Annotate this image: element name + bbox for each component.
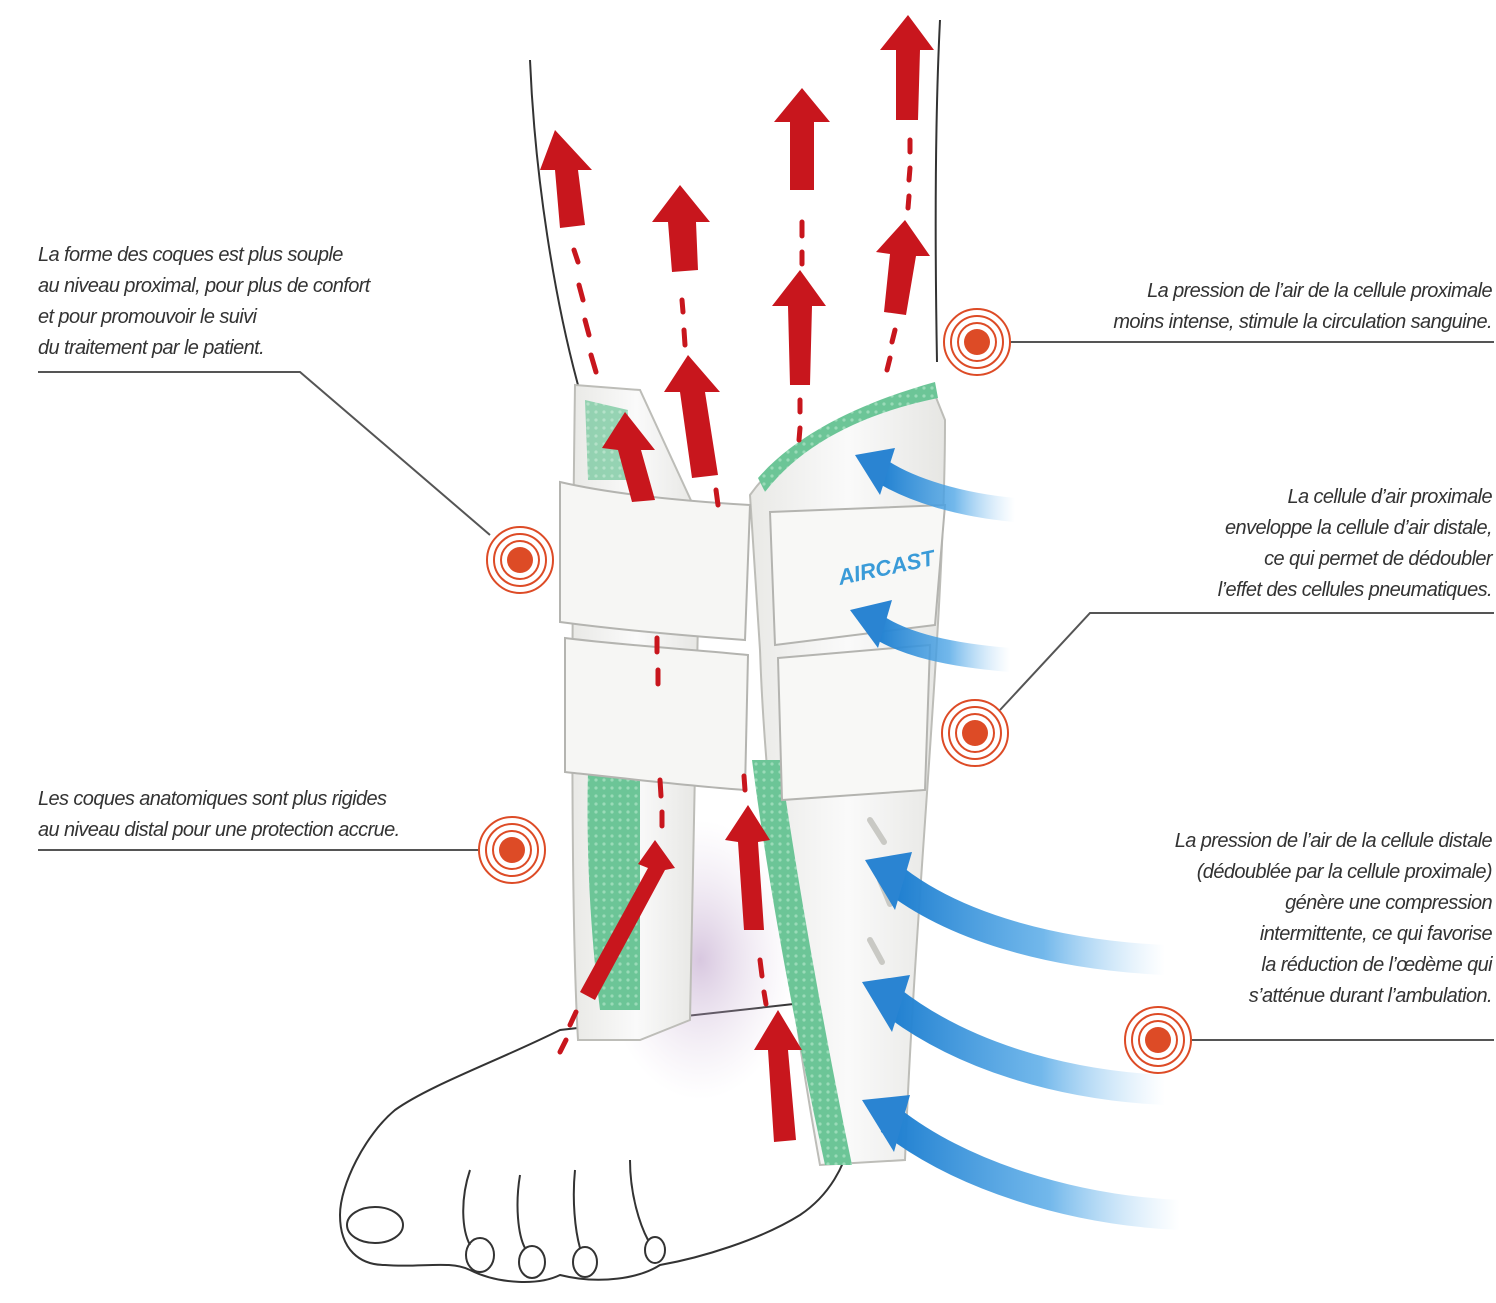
callout-line: Les coques anatomiques sont plus rigides (38, 784, 400, 815)
callout-line: s’atténue durant l’ambulation. (1175, 981, 1492, 1012)
circulation-arrow-5 (772, 270, 826, 440)
callout-shell-proximal: La forme des coques est plus souple au n… (38, 240, 370, 364)
circulation-arrow-3 (774, 88, 830, 264)
circulation-arrow-1 (540, 130, 596, 372)
circulation-arrow-2 (652, 185, 710, 345)
callout-line: moins intense, stimule la circulation sa… (1113, 307, 1492, 338)
toe-4 (573, 1247, 597, 1277)
callout-air-proximal-pressure: La pression de l’air de la cellule proxi… (1113, 276, 1492, 338)
callout-line: La pression de l’air de la cellule proxi… (1113, 276, 1492, 307)
callout-line: et pour promouvoir le suivi (38, 302, 370, 333)
callout-line: génère une compression (1175, 888, 1492, 919)
circulation-arrow-6 (876, 220, 930, 370)
leg-outline (530, 20, 940, 385)
callout-line: ce qui permet de dédoubler (1218, 544, 1492, 575)
callout-shell-distal: Les coques anatomiques sont plus rigides… (38, 784, 400, 846)
pressure-arrow-5 (862, 1095, 1180, 1215)
callout-air-cell-envelope: La cellule d’air proximale enveloppe la … (1218, 482, 1492, 606)
toe-big (347, 1207, 403, 1243)
target-marker-air-proximal (944, 309, 1010, 375)
target-marker-shell-distal (479, 817, 545, 883)
callout-line: La cellule d’air proximale (1218, 482, 1492, 513)
target-marker-air-distal (1125, 1007, 1191, 1073)
callout-line: la réduction de l’œdème qui (1175, 950, 1492, 981)
callout-air-distal-pressure: La pression de l’air de la cellule dista… (1175, 826, 1492, 1012)
callout-line: au niveau distal pour une protection acc… (38, 815, 400, 846)
target-marker-air-envelope (942, 700, 1008, 766)
leader-air-envelope (1000, 613, 1494, 710)
lower-strap-right (778, 645, 930, 800)
callout-line: (dédoublée par la cellule proximale) (1175, 857, 1492, 888)
toe-5 (645, 1237, 665, 1263)
lower-strap-left (565, 638, 748, 790)
circulation-arrow-4 (880, 15, 934, 208)
callout-line: l’effet des cellules pneumatiques. (1218, 575, 1492, 606)
callout-line: intermittente, ce qui favorise (1175, 919, 1492, 950)
leg-right-contour (936, 20, 940, 362)
toe-2 (466, 1238, 494, 1272)
callout-line: La pression de l’air de la cellule dista… (1175, 826, 1492, 857)
target-marker-shell-proximal (487, 527, 553, 593)
leader-shell-proximal (38, 372, 490, 535)
toe-3 (519, 1246, 545, 1278)
callout-line: La forme des coques est plus souple (38, 240, 370, 271)
callout-line: du traitement par le patient. (38, 333, 370, 364)
callout-line: enveloppe la cellule d’air distale, (1218, 513, 1492, 544)
upper-strap-left (560, 482, 750, 640)
callout-line: au niveau proximal, pour plus de confort (38, 271, 370, 302)
